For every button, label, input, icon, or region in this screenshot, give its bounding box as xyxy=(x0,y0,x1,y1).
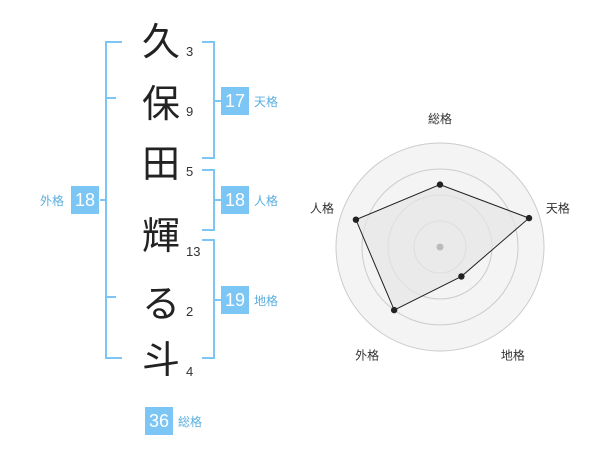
stroke-count-5: 2 xyxy=(186,304,194,319)
gaikaku-value-badge: 18 xyxy=(71,186,99,214)
stroke-count-1: 3 xyxy=(186,44,194,59)
jinkaku-label: 人格 xyxy=(254,194,279,208)
soukaku-label: 総格 xyxy=(178,415,203,429)
radar-axis-label-5: 人格 xyxy=(310,201,334,216)
stroke-count-3: 5 xyxy=(186,164,194,179)
stroke-count-6: 4 xyxy=(186,364,194,379)
radar-center-dot xyxy=(436,243,444,251)
radar-axis-label-4: 外格 xyxy=(355,347,379,362)
tenkaku-value-badge: 17 xyxy=(221,87,249,115)
tenkaku-label: 天格 xyxy=(254,95,279,109)
radar-axis-label-1: 総格 xyxy=(428,111,452,126)
radar-axis-label-2: 天格 xyxy=(546,201,570,216)
radar-axis-label-3: 地格 xyxy=(501,347,525,362)
chikaku-label: 地格 xyxy=(254,294,279,308)
name-char-5: る xyxy=(141,282,180,326)
stroke-count-4: 13 xyxy=(186,244,201,259)
name-char-6: 斗 xyxy=(141,338,180,382)
name-char-3: 田 xyxy=(141,142,180,186)
name-char-4: 輝 xyxy=(141,214,180,258)
chikaku-value-badge: 19 xyxy=(221,286,249,314)
radar-point-3 xyxy=(458,273,465,280)
gaikaku-label: 外格 xyxy=(40,194,65,208)
jinkaku-value-badge: 18 xyxy=(221,186,249,214)
radar-point-5 xyxy=(352,216,360,223)
soukaku-value-badge: 36 xyxy=(145,407,173,435)
stroke-count-2: 9 xyxy=(186,104,194,119)
radar-point-2 xyxy=(525,214,533,222)
radar-ring-3 xyxy=(361,168,519,326)
name-char-1: 久 xyxy=(141,20,180,64)
name-char-2: 保 xyxy=(141,82,180,126)
radar-ring-4 xyxy=(335,142,545,352)
radar-point-1 xyxy=(436,181,444,188)
radar-point-4 xyxy=(390,306,398,314)
